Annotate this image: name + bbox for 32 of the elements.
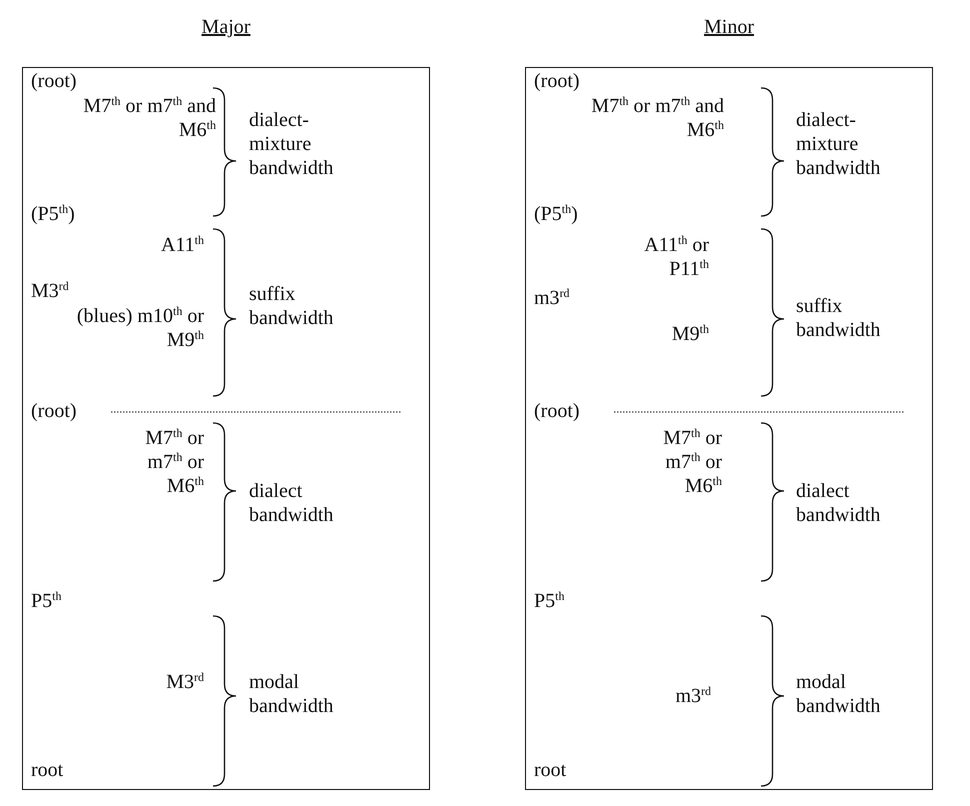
interval-label: m3$^{rd}$	[675, 684, 711, 708]
interval-label: M3$^{rd}$	[166, 670, 204, 694]
interval-label: M9$^{th}$	[672, 322, 709, 346]
interval-label: (root)	[31, 69, 77, 93]
interval-label: M7$^{th}$ or m7$^{th}$ and M6$^{th}$	[590, 94, 724, 142]
bandwidth-label: dialect-mixture bandwidth	[249, 108, 334, 180]
interval-label: root	[534, 758, 566, 782]
panel-heading: Major	[202, 16, 250, 38]
bandwidth-label: dialect bandwidth	[796, 479, 882, 527]
interval-label: M3$^{rd}$	[31, 279, 69, 303]
bandwidth-label: dialect-mixture bandwidth	[796, 108, 882, 180]
interval-label: P5$^{th}$	[31, 589, 62, 613]
bandwidth-label: suffix bandwidth	[249, 282, 334, 330]
interval-label: root	[31, 758, 64, 782]
interval-label: M7$^{th}$ or m7$^{th}$ or M6$^{th}$	[662, 426, 722, 498]
panel-heading: Minor	[704, 16, 754, 38]
interval-label: (root)	[31, 399, 77, 423]
interval-label: m3$^{rd}$	[534, 286, 570, 310]
bandwidth-label: modal bandwidth	[249, 670, 334, 718]
interval-label: (root)	[534, 399, 580, 423]
interval-label: (P5$^{th}$)	[534, 202, 578, 226]
interval-label: P5$^{th}$	[534, 589, 564, 613]
interval-label: M7$^{th}$ or m7$^{th}$ and M6$^{th}$	[82, 94, 216, 142]
interval-label: (P5$^{th}$)	[31, 202, 75, 226]
bandwidth-label: modal bandwidth	[796, 670, 882, 718]
bandwidth-label: suffix bandwidth	[796, 294, 882, 342]
interval-label: A11$^{th}$	[160, 233, 204, 257]
interval-label: M7$^{th}$ or m7$^{th}$ or M6$^{th}$	[144, 426, 204, 498]
interval-label: (root)	[534, 69, 580, 93]
bandwidth-label: dialect bandwidth	[249, 479, 334, 527]
interval-label: A11$^{th}$ or P11$^{th}$	[643, 233, 709, 281]
interval-label: (blues) m10$^{th}$ or M9$^{th}$	[76, 304, 204, 352]
